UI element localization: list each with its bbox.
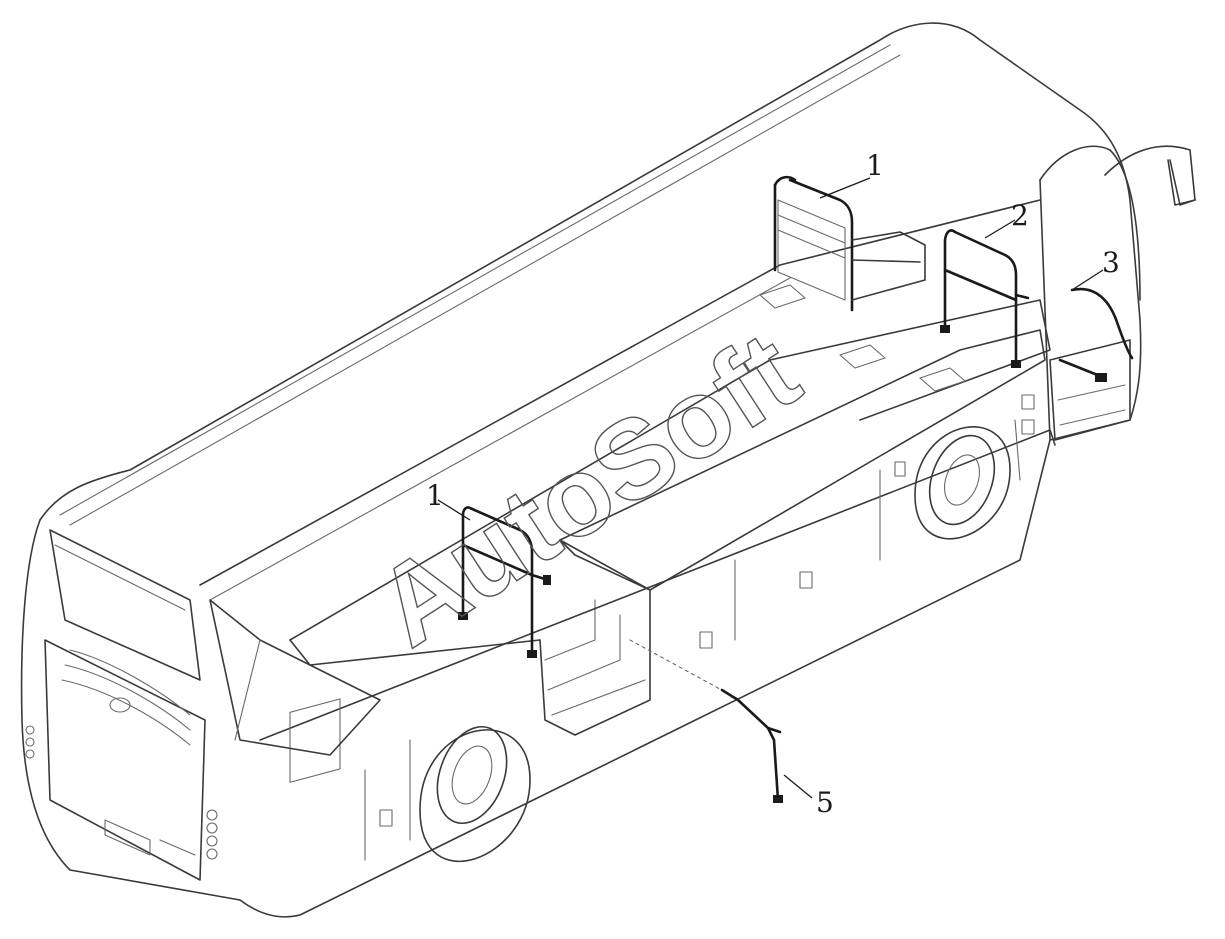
watermark-text: AutoSoft — [355, 308, 820, 670]
bus-body — [20, 22, 1196, 918]
part-3-grab-bar — [1058, 287, 1134, 382]
callout-1-top: 1 — [866, 149, 884, 182]
callout-5: 5 — [816, 786, 834, 819]
part-1-top-handrail — [773, 175, 926, 312]
callout-2: 2 — [1011, 199, 1029, 232]
leader-lines — [437, 177, 1104, 799]
part-2-handrail — [940, 229, 1030, 368]
callout-3: 3 — [1102, 246, 1120, 279]
rear-end — [20, 519, 241, 901]
front-wheel — [914, 426, 1011, 540]
callout-1-mid: 1 — [426, 479, 444, 512]
rear-wheel — [419, 725, 531, 863]
part-1-mid-handrail — [458, 506, 551, 658]
part-5-bar — [629, 639, 783, 803]
